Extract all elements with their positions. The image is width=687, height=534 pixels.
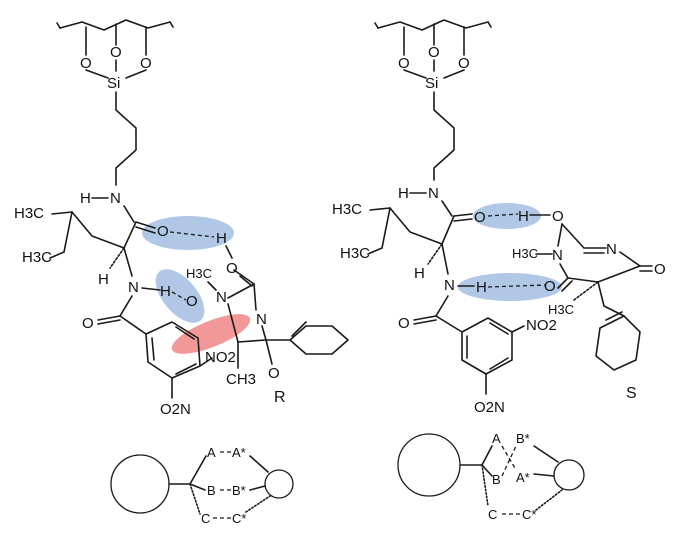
schematic-left-b-star: B* [232,483,246,498]
r-hbond-highlight-upper [142,216,234,250]
s-oxygen-left: O [398,55,410,72]
r-ether-oxygen: O [226,260,238,277]
s-n-methyl-nitrogen: N [552,247,563,264]
schematic-left-analyte-circle [264,469,294,499]
r-oxygen-left: O [80,55,92,72]
s-amide-hydrogen: H [476,279,487,296]
s-hbond-hydrogen: H [518,208,529,225]
s-carbonyl-oxygen: O [474,209,486,226]
r-oxygen-mid: O [110,44,122,61]
r-ring-methyl: CH3 [226,371,256,388]
r-oxygen-right: O [140,55,152,72]
schematic-right: A B* B A* C C* [397,431,585,522]
r-nitro-bottom: O2N [160,401,191,418]
s-ring-oxygen-1: O [544,278,556,295]
schematic-left-c: C [201,511,210,526]
r-benzoyl-oxygen: O [82,315,94,332]
s-n-methyl: H3C [512,246,538,261]
schematic-right-a-star: A* [516,470,530,485]
s-alpha-hydrogen: H [414,265,425,282]
s-silicon: Si [425,75,438,92]
s-nitro-right: NO2 [526,317,557,334]
s-configuration-label: S [626,385,637,402]
schematic-left: A A* B B* C C* [110,445,294,526]
r-configuration-label: R [274,389,286,406]
s-hbond-highlight-lower [458,273,562,301]
r-methyl-b: H3C [22,249,52,266]
r-n-methyl: H3C [186,266,212,281]
r-amide-nitrogen: N [128,279,139,296]
s-ring-nitrogen: N [606,241,617,258]
s-silica-surface [374,19,492,79]
r-nitrogen-top: N [110,190,121,207]
schematic-right-c-star: C* [522,507,536,522]
s-nh-hydrogen-top: H [398,185,409,202]
r-silicon: Si [107,75,120,92]
s-ether-oxygen: O [552,208,564,225]
s-ring-oxygen-2: O [654,261,666,278]
schematic-right-selector-circle [397,433,461,497]
schematic-right-b-star: B* [516,431,530,446]
r-nh-hydrogen-top: H [80,190,91,207]
schematic-left-selector-circle [110,454,170,514]
r-amide-hydrogen: H [160,283,171,300]
r-carbonyl-oxygen: O [157,223,169,240]
r-methyl-a: H3C [14,205,44,222]
schematic-right-a: A [492,431,501,446]
schematic-left-b: B [207,483,216,498]
s-methyl-b: H3C [340,245,370,262]
schematic-right-b: B [492,472,501,487]
r-ring-nitrogen-1: N [216,289,227,306]
s-nitro-bottom: O2N [474,399,505,416]
r-silica-surface [56,19,174,79]
r-ring-nitrogen-2: N [256,311,267,328]
s-nitrogen-top: N [428,185,439,202]
schematic-left-a-star: A* [232,445,246,460]
r-alpha-hydrogen: H [98,271,109,288]
s-oxygen-mid: O [428,44,440,61]
structure-s: O O O Si H N O H O H3C H3C H N H N H [332,19,666,416]
s-methyl-a: H3C [332,201,362,218]
r-pi-highlight [171,314,251,354]
s-hbond-highlight-upper [473,203,541,229]
r-nitro-ring: NO2 [205,349,236,366]
s-amide-nitrogen: N [444,277,455,294]
schematic-left-a: A [207,445,216,460]
r-ring-oxygen: O [268,365,280,382]
s-benzoyl-oxygen: O [398,315,410,332]
r-hbond-hydrogen: H [216,230,227,247]
schematic-right-analyte-circle [553,459,585,491]
schematic-right-c: C [488,507,497,522]
r-amide-oxygen-2: O [186,293,198,310]
s-quaternary-methyl: H3C [548,302,574,317]
structure-r: O O O Si H N O H O H3C H3C H N H O [14,19,349,418]
s-oxygen-right: O [458,55,470,72]
schematic-left-c-star: C* [232,511,246,526]
